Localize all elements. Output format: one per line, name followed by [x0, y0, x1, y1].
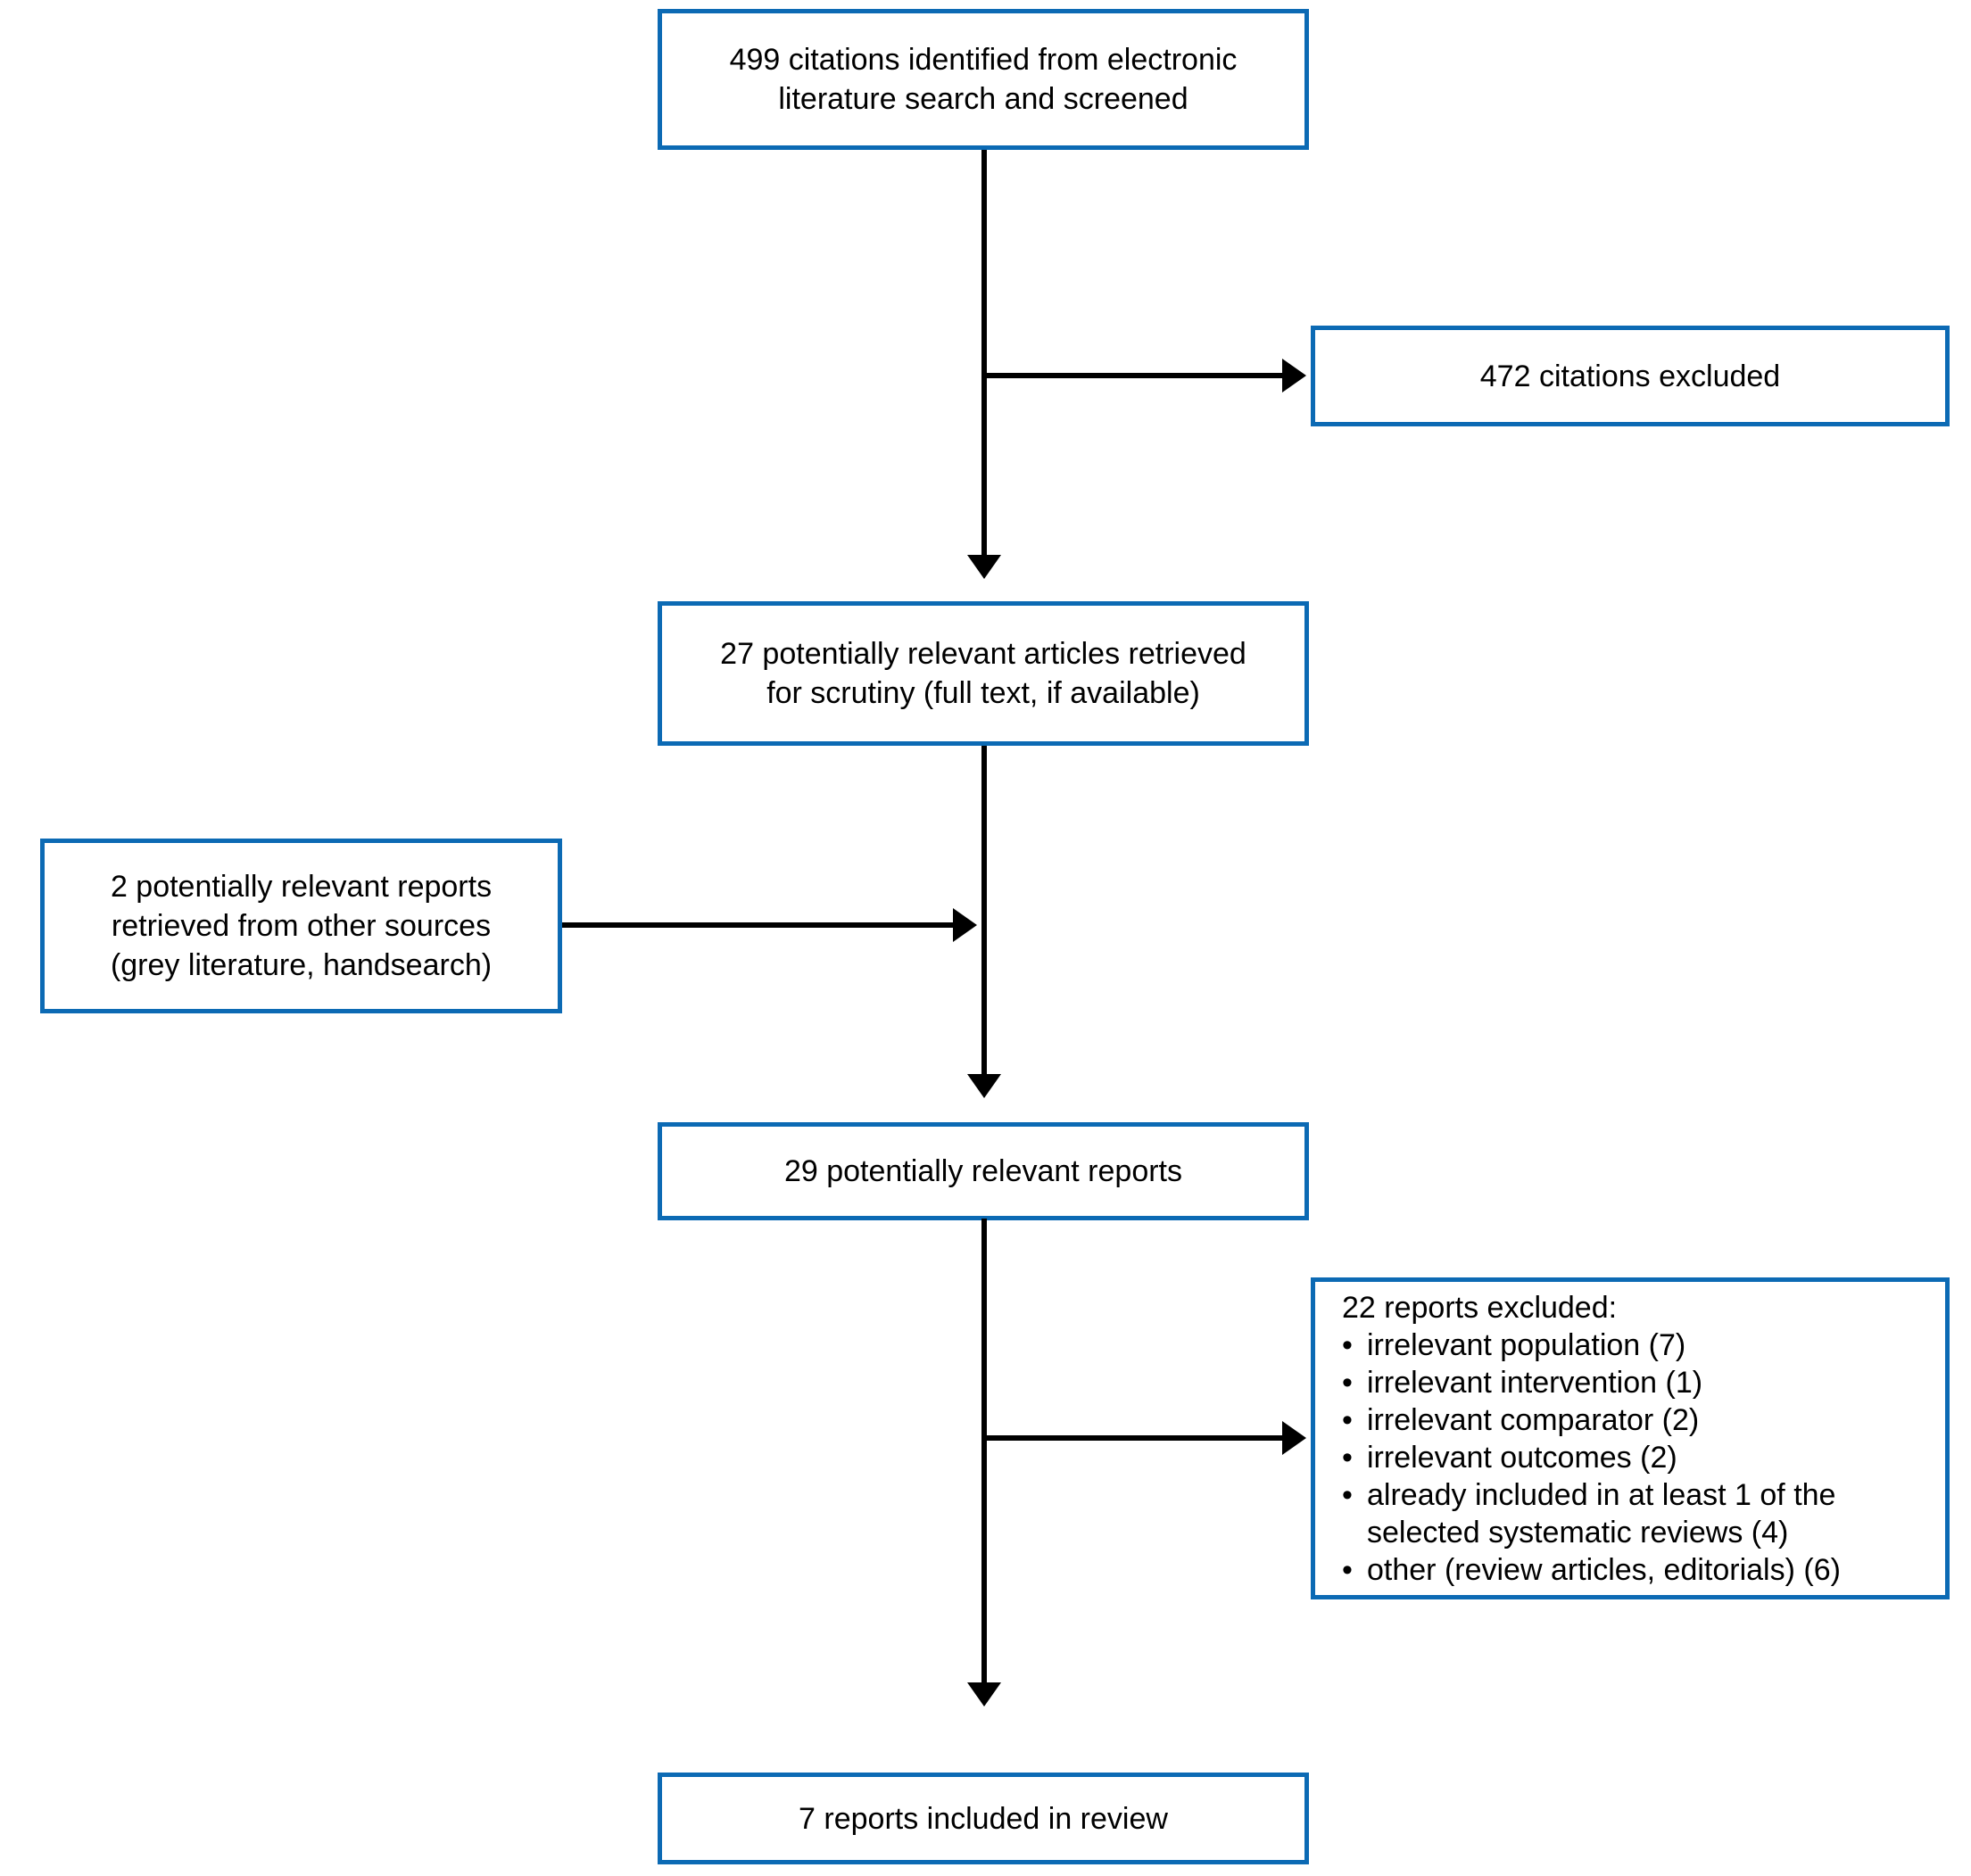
node-reports-included: 7 reports included in review: [658, 1773, 1309, 1864]
node-reports-excluded: 22 reports excluded: • irrelevant popula…: [1311, 1277, 1950, 1599]
excluded-list: • irrelevant population (7) • irrelevant…: [1342, 1326, 1924, 1589]
arrow-right-icon: [1282, 1421, 1306, 1455]
node-text-line: retrieved from other sources: [111, 909, 492, 943]
bullet-icon: •: [1342, 1327, 1353, 1362]
bullet-icon: •: [1342, 1440, 1353, 1475]
list-item: • irrelevant comparator (2): [1342, 1401, 1924, 1439]
node-text-line: for scrutiny (full text, if available): [766, 676, 1200, 710]
node-text-line: 7 reports included in review: [799, 1801, 1168, 1836]
node-text-line: 499 citations identified from electronic: [729, 43, 1238, 77]
list-item-text: irrelevant comparator (2): [1367, 1402, 1700, 1437]
arrow-down-icon: [967, 1682, 1001, 1707]
node-citations-screened: 499 citations identified from electronic…: [658, 9, 1309, 150]
arrow-branch-reports-excluded-line: [984, 1435, 1284, 1441]
node-text-line: 472 citations excluded: [1479, 359, 1781, 393]
arrow-down-icon: [967, 555, 1001, 579]
bullet-icon: •: [1342, 1477, 1353, 1512]
list-item: • irrelevant outcomes (2): [1342, 1439, 1924, 1476]
arrow-other-sources-line: [562, 922, 955, 928]
node-citations-excluded: 472 citations excluded: [1311, 326, 1950, 426]
bullet-icon: •: [1342, 1365, 1353, 1400]
node-text-line: literature search and screened: [778, 82, 1188, 116]
arrow-right-icon: [1282, 359, 1306, 393]
list-item: • already included in at least 1 of the …: [1342, 1476, 1924, 1551]
list-item-text: irrelevant intervention (1): [1367, 1365, 1703, 1400]
arrow-screened-to-retrieved-line: [981, 150, 987, 557]
bullet-icon: •: [1342, 1552, 1353, 1587]
list-item: • irrelevant population (7): [1342, 1326, 1924, 1364]
node-text-line: 29 potentially relevant reports: [783, 1154, 1183, 1188]
arrow-right-icon: [953, 908, 977, 942]
node-relevant-reports: 29 potentially relevant reports: [658, 1122, 1309, 1220]
list-item-text: irrelevant outcomes (2): [1367, 1440, 1677, 1475]
node-other-sources: 2 potentially relevant reports retrieved…: [40, 839, 562, 1013]
list-item-text: irrelevant population (7): [1367, 1327, 1686, 1362]
arrow-retrieved-to-relevant-line: [981, 746, 987, 1076]
node-text-line: (grey literature, handsearch): [110, 948, 493, 982]
arrow-relevant-to-included-line: [981, 1219, 987, 1684]
list-item-text: already included in at least 1 of the se…: [1367, 1477, 1836, 1550]
node-articles-retrieved: 27 potentially relevant articles retriev…: [658, 601, 1309, 746]
list-item-text: other (review articles, editorials) (6): [1367, 1552, 1841, 1587]
excluded-list-title: 22 reports excluded:: [1342, 1290, 1618, 1325]
list-item: • irrelevant intervention (1): [1342, 1364, 1924, 1401]
list-item: • other (review articles, editorials) (6…: [1342, 1551, 1924, 1589]
arrow-branch-citations-excluded-line: [984, 373, 1284, 378]
arrow-down-icon: [967, 1074, 1001, 1098]
bullet-icon: •: [1342, 1402, 1353, 1437]
node-text-line: 2 potentially relevant reports: [110, 870, 493, 904]
node-text-line: 27 potentially relevant articles retriev…: [720, 637, 1246, 671]
